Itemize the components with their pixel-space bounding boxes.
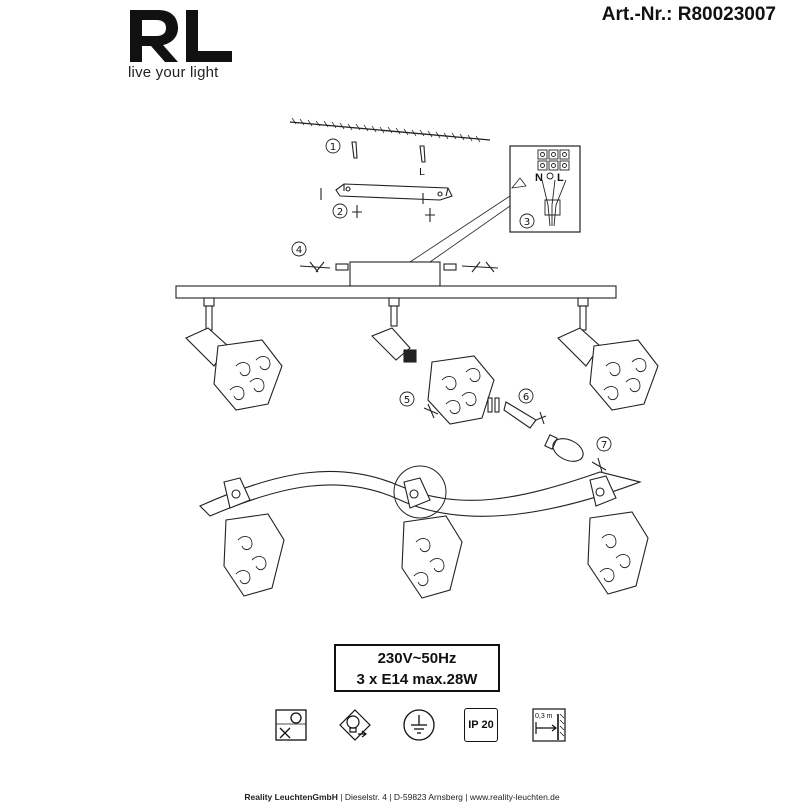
track-bar — [175, 285, 617, 299]
bulb-spec: 3 x E14 max.28W — [356, 671, 478, 688]
footer-sep-3: | — [465, 792, 468, 802]
brand-tagline: live your light — [128, 64, 219, 81]
bracket-screws — [320, 188, 435, 222]
ip20-icon: IP 20 — [464, 708, 498, 742]
footer-company: Reality LeuchtenGmbH — [244, 792, 338, 802]
wall-plugs — [351, 141, 426, 163]
ceiling-hatch — [289, 117, 491, 143]
footer-sep-1: | — [340, 792, 343, 802]
no-insulation-cover-icon — [275, 709, 307, 741]
footer-city: D-59823 Arnsberg — [393, 792, 463, 802]
brand-logo — [130, 10, 232, 62]
step-3-label: 3 — [524, 217, 530, 228]
ceiling-screw-label: L — [419, 167, 425, 178]
footer-website[interactable]: www.reality-leuchten.de — [469, 792, 560, 802]
step-6-label: 6 — [523, 392, 529, 403]
step-2-label: 2 — [337, 207, 343, 218]
wiring-detail: N L — [409, 145, 581, 263]
spot-head-left — [185, 327, 283, 411]
step-4-label: 4 — [296, 245, 302, 256]
voltage-spec: 230V~50Hz — [377, 650, 457, 667]
terminal-label-l: L — [557, 172, 564, 184]
step-7-label: 7 — [601, 440, 607, 451]
bulb-replace-icon — [339, 709, 371, 741]
safety-symbols: IP 20 0,3 m — [268, 708, 578, 748]
step-5-label: 5 — [404, 395, 410, 406]
spot-shade-middle — [427, 355, 495, 425]
spot-socket-middle — [371, 327, 417, 363]
article-number: Art.-Nr.: R80023007 — [601, 4, 776, 25]
wave-bar-view — [199, 465, 649, 599]
earth-ground-icon — [403, 709, 435, 741]
footer: Reality LeuchtenGmbH | Dieselstr. 4 | D-… — [0, 792, 804, 802]
min-distance-icon: 0,3 m — [532, 708, 566, 742]
footer-sep-2: | — [389, 792, 392, 802]
mounting-bracket — [335, 183, 453, 201]
step-1-label: 1 — [330, 142, 336, 153]
terminal-label-n: N — [535, 172, 543, 184]
distance-label: 0,3 m — [535, 713, 553, 720]
footer-street: Dieselstr. 4 — [344, 792, 387, 802]
spot-head-right — [557, 327, 659, 411]
step-markers — [291, 138, 612, 452]
small-parts — [423, 397, 607, 473]
electrical-spec-box: 230V~50Hz 3 x E14 max.28W — [334, 644, 500, 692]
canopy — [299, 261, 499, 287]
swivel-joints — [203, 297, 589, 331]
